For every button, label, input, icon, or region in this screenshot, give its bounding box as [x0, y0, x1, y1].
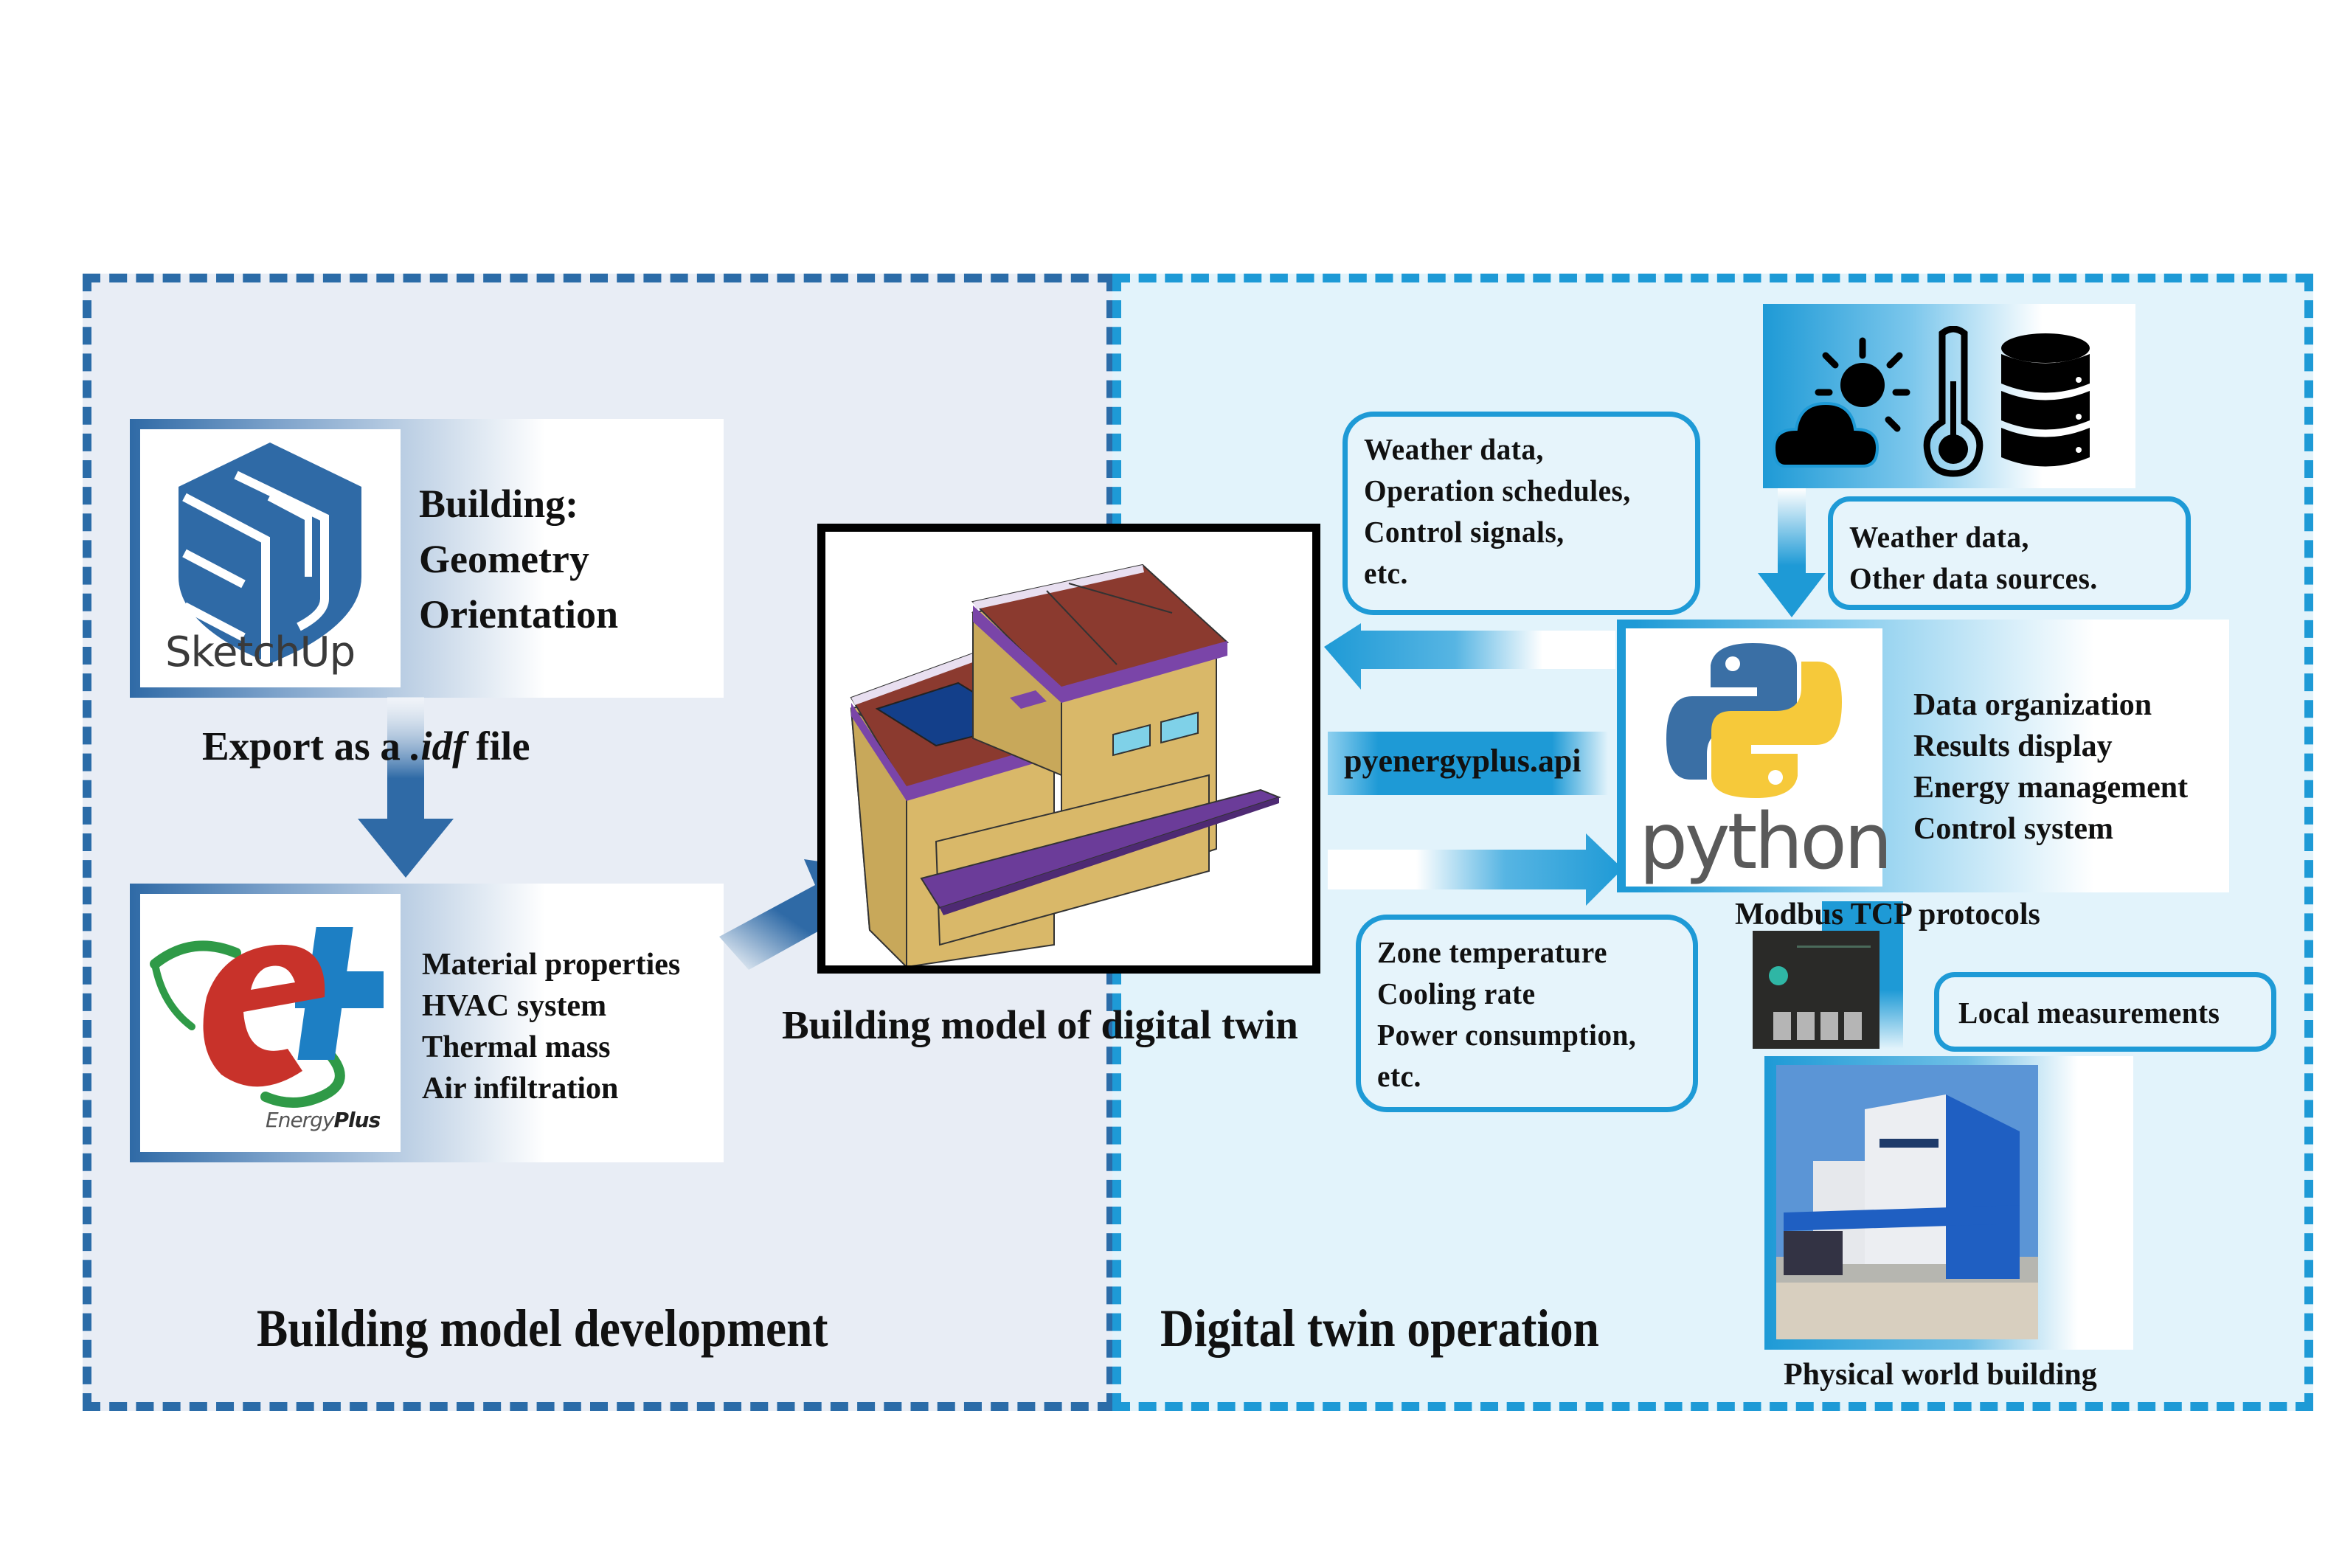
thermometer-icon	[1923, 326, 1984, 477]
sources-info-box: Weather data, Other data sources.	[1828, 496, 2191, 610]
controller-terminal-1	[1773, 1012, 1791, 1040]
outputs-line-1: Zone temperature	[1377, 935, 1607, 969]
python-logo: python	[1626, 628, 1893, 887]
building-model-caption: Building model of digital twin	[782, 1002, 1298, 1047]
sketchup-icon	[179, 443, 361, 664]
inputs-line-3: Control signals,	[1364, 515, 1565, 549]
sketchup-card-text: Building: Geometry Orientation	[419, 476, 618, 642]
sketchup-line-1: Building:	[419, 482, 579, 526]
controller-display	[1797, 946, 1871, 948]
physical-building-photo	[1776, 1065, 2038, 1339]
protocol-label: Modbus TCP protocols	[1735, 898, 2040, 932]
python-logo-text: python	[1639, 797, 1893, 887]
api-label: pyenergyplus.api	[1344, 743, 1581, 779]
energyplus-card-text: Material properties HVAC system Thermal …	[422, 944, 680, 1109]
energyplus-card: EnergyPlus Material properties HVAC syst…	[130, 884, 724, 1162]
energyplus-logo-text: EnergyPlus	[266, 1108, 381, 1132]
python-line-2: Results display	[1913, 729, 2113, 763]
arrow-model-to-python	[1328, 833, 1623, 906]
energyplus-line-4: Air infiltration	[422, 1072, 619, 1106]
export-label-prefix: Export as a	[202, 724, 411, 769]
python-card-text: Data organization Results display Energy…	[1913, 684, 2188, 850]
energyplus-logo-text-light: Energy	[266, 1108, 335, 1132]
controller-terminal-4	[1844, 1012, 1862, 1040]
physical-building-card	[1764, 1056, 2133, 1350]
inputs-line-2: Operation schedules,	[1364, 473, 1631, 507]
python-card: python Data organization Results display…	[1617, 620, 2229, 892]
energyplus-icon	[150, 927, 384, 1109]
data-sources-card	[1763, 304, 2135, 488]
right-panel-title: Digital twin operation	[1160, 1299, 1599, 1358]
outputs-line-2: Cooling rate	[1377, 976, 1536, 1010]
left-panel-title: Building model development	[257, 1299, 828, 1358]
energyplus-line-3: Thermal mass	[422, 1030, 611, 1064]
outputs-info-box: Zone temperature Cooling rate Power cons…	[1356, 915, 1698, 1112]
energyplus-line-2: HVAC system	[422, 989, 607, 1023]
controller-terminal-3	[1820, 1012, 1838, 1040]
local-measurements-label: Local measurements	[1958, 996, 2220, 1030]
controller-terminal-2	[1797, 1012, 1815, 1040]
energyplus-logo-text-bold: Plus	[333, 1108, 381, 1132]
sketchup-line-3: Orientation	[419, 592, 618, 636]
sources-line-2: Other data sources.	[1849, 561, 2098, 595]
inputs-line-1: Weather data,	[1364, 432, 1544, 466]
controller-photo	[1753, 931, 1880, 1049]
arrow-inputs-to-model	[1324, 623, 1615, 690]
outputs-line-3: Power consumption,	[1377, 1018, 1637, 1052]
python-line-3: Energy management	[1913, 771, 2189, 805]
python-line-4: Control system	[1913, 812, 2114, 846]
energyplus-logo: EnergyPlus	[140, 894, 401, 1152]
sketchup-card: SketchUp Building: Geometry Orientation	[130, 419, 724, 698]
sketchup-line-2: Geometry	[419, 537, 589, 581]
sketchup-logo-text: SketchUp	[165, 628, 356, 676]
building-model-3d	[850, 563, 1281, 965]
arrow-down-data-sources	[1758, 488, 1826, 617]
physical-building-caption: Physical world building	[1784, 1358, 2097, 1392]
python-icon	[1666, 643, 1842, 798]
sketchup-logo: SketchUp	[140, 429, 401, 687]
energyplus-line-1: Material properties	[422, 948, 681, 982]
sources-line-1: Weather data,	[1849, 520, 2029, 554]
controller-status-light	[1769, 966, 1788, 985]
arrow-down-export	[358, 697, 454, 878]
building-model-frame	[817, 524, 1320, 974]
api-label-bar: pyenergyplus.api	[1328, 732, 1608, 795]
export-label-ext: .idf	[410, 724, 466, 769]
outputs-line-4: etc.	[1377, 1059, 1421, 1093]
inputs-info-box: Weather data, Operation schedules, Contr…	[1343, 412, 1700, 615]
export-label-suffix: file	[465, 724, 530, 769]
weather-cloud-sun-icon	[1772, 337, 1910, 468]
export-label: Export as a .idf file	[202, 723, 530, 769]
python-line-1: Data organization	[1913, 688, 2152, 722]
inputs-line-4: etc.	[1364, 556, 1408, 590]
database-icon	[2001, 333, 2090, 467]
local-measurements-box: Local measurements	[1934, 972, 2276, 1052]
